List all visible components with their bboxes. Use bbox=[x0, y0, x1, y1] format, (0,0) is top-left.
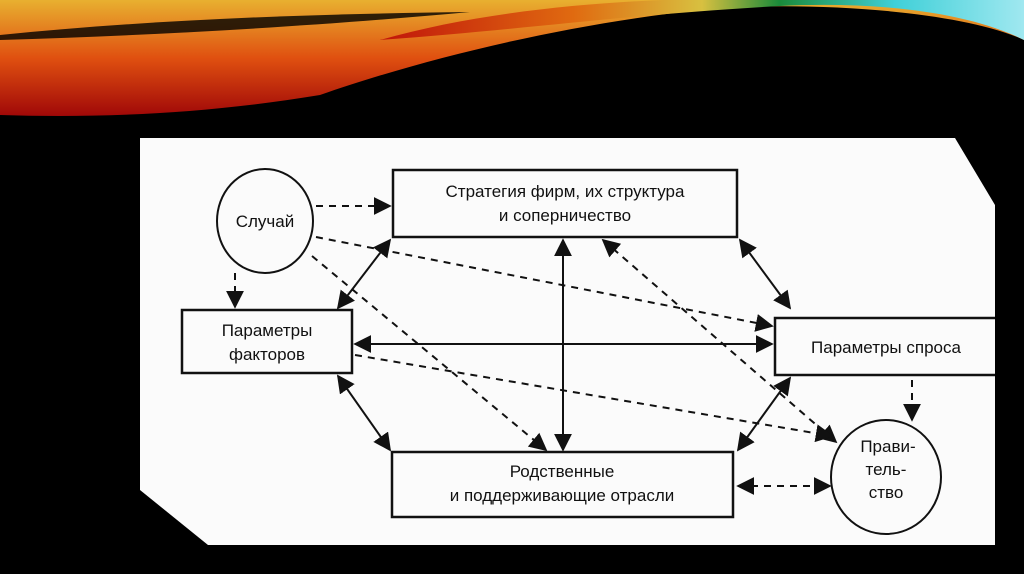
related-label-line2: и поддерживающие отрасли bbox=[450, 486, 675, 505]
node-factors: Параметры факторов bbox=[180, 308, 354, 375]
arrow-factors-related bbox=[336, 374, 392, 452]
government-label-line1: Прави- bbox=[860, 437, 915, 456]
node-related: Родственные и поддерживающие отрасли bbox=[390, 450, 735, 519]
related-label-line1: Родственные bbox=[510, 462, 615, 481]
demand-label: Параметры спроса bbox=[811, 338, 961, 357]
strategy-label-line2: и соперничество bbox=[499, 206, 631, 225]
factors-label-line1: Параметры bbox=[222, 321, 313, 340]
arrow-factors-government bbox=[354, 354, 834, 443]
government-label-line2: тель- bbox=[866, 460, 907, 479]
arrow-strategy-factors bbox=[336, 238, 392, 310]
strategy-label-line1: Стратегия фирм, их структура bbox=[446, 182, 685, 201]
government-label-line3: ство bbox=[869, 483, 904, 502]
chance-label: Случай bbox=[236, 212, 295, 231]
panel-right-mask bbox=[995, 138, 1024, 574]
decorative-swoosh bbox=[0, 0, 1024, 116]
factors-label-line2: факторов bbox=[229, 345, 305, 364]
node-demand: Параметры спроса bbox=[773, 316, 1007, 377]
node-chance: Случай bbox=[216, 168, 314, 274]
node-government: Прави- тель- ство bbox=[830, 419, 942, 535]
dashed-connections bbox=[226, 197, 921, 495]
node-strategy: Стратегия фирм, их структура и соперниче… bbox=[391, 168, 739, 239]
arrow-chance-related bbox=[311, 255, 548, 452]
